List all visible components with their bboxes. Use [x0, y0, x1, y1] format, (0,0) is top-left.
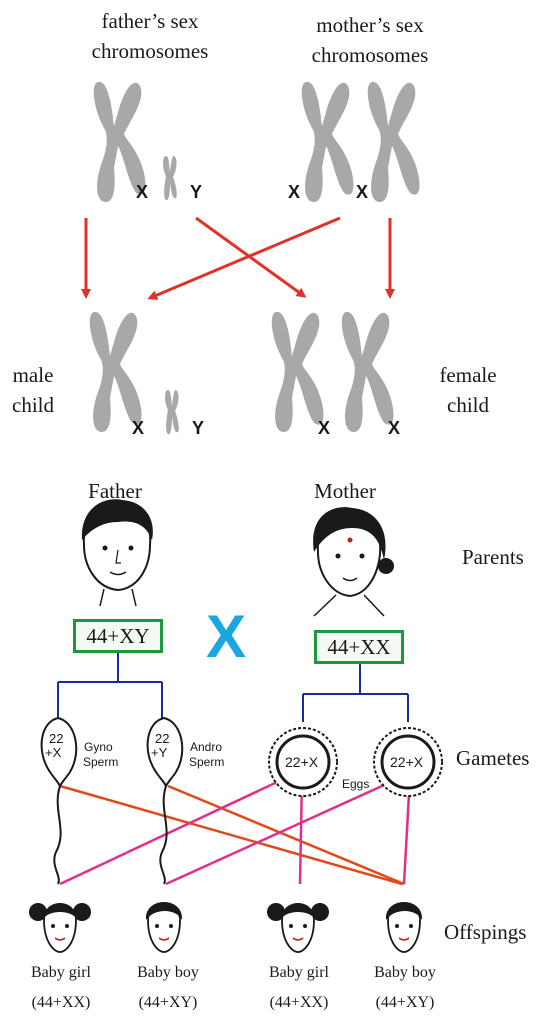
father-heading: Father: [88, 479, 142, 503]
child-3-caption: Baby girl (44+XX): [244, 958, 354, 1018]
child-3-genotype: (44+XX): [269, 994, 329, 1011]
sperm-1-line2: +X: [45, 745, 62, 760]
child-4-name: Baby boy: [374, 964, 436, 981]
female-child-x-chromosome-2: [341, 311, 394, 432]
male-child-x-letter: X: [132, 418, 144, 438]
male-child-x-chromosome: [89, 311, 142, 432]
egg-2-to-boy-1: [165, 774, 405, 886]
child-1-name: Baby girl: [31, 964, 91, 981]
father-label-line1: father’s sex: [101, 9, 199, 33]
father-label-line2: chromosomes: [91, 39, 209, 63]
female-label-line1: female: [439, 363, 497, 387]
male-child-y-letter: Y: [192, 418, 204, 438]
father-chromosomes-label: father’s sex chromosomes: [60, 6, 240, 66]
mother-heading: Mother: [314, 479, 376, 503]
gametes-label: Gametes: [456, 746, 530, 770]
mother-genotype-box: 44+XX: [314, 630, 404, 664]
female-label-line2: child: [447, 393, 489, 417]
male-child-y-chromosome: [165, 389, 179, 435]
child-2-name: Baby boy: [137, 964, 199, 981]
mother-label-line2: chromosomes: [311, 43, 429, 67]
father-x-letter: X: [136, 182, 148, 202]
mother-x-chromosome-1: [301, 81, 354, 203]
father-gamete-connector: [57, 653, 163, 718]
female-child-x-chromosome-1: [271, 311, 324, 432]
mother-chromosomes-label: mother’s sex chromosomes: [280, 10, 460, 70]
gyno-sperm-icon: [40, 716, 78, 885]
sperm-2-name1: Andro: [190, 740, 222, 754]
female-child-x2-letter: X: [388, 418, 400, 438]
egg-1-label: 22+X: [285, 754, 319, 770]
father-y-chromosome: [163, 155, 177, 201]
child-4-genotype: (44+XY): [375, 994, 435, 1011]
sperm-x-to-girl-2: [59, 784, 403, 886]
sperm-2-line2: +Y: [151, 745, 168, 760]
father-face-icon: [81, 499, 153, 607]
arrow-mother-x-to-male: [147, 216, 341, 300]
cross-symbol: X: [206, 603, 246, 670]
mother-x2-letter: X: [356, 182, 368, 202]
egg-2-label: 22+X: [390, 754, 424, 770]
offsprings-label: Offspings: [444, 920, 527, 944]
baby-girl-2-icon: [267, 903, 329, 953]
sperm-y-to-boy-2: [167, 784, 405, 886]
sperm-1-line1: 22: [49, 731, 63, 746]
parents-label: Parents: [462, 545, 524, 569]
child-2-caption: Baby boy (44+XY): [113, 958, 223, 1018]
mother-x-chromosome-2: [367, 81, 420, 203]
sperm-1-name2: Sperm: [83, 755, 118, 769]
sperm-2-line1: 22: [155, 731, 169, 746]
eggs-label: Eggs: [342, 777, 369, 791]
male-child-label: male child: [0, 360, 66, 420]
child-2-genotype: (44+XY): [138, 994, 198, 1011]
egg-1-to-girl-1: [59, 774, 291, 886]
male-label-line1: male: [12, 363, 54, 387]
child-3-name: Baby girl: [269, 964, 329, 981]
mother-label-line1: mother’s sex: [316, 13, 424, 37]
mother-x1-letter: X: [288, 182, 300, 202]
child-1-genotype: (44+XX): [31, 994, 91, 1011]
sperm-1-name1: Gyno: [84, 740, 113, 754]
child-4-caption: Baby boy (44+XY): [350, 958, 460, 1018]
child-1-caption: Baby girl (44+XX): [6, 958, 116, 1018]
father-y-letter: Y: [190, 182, 202, 202]
egg-2-icon: [373, 727, 443, 797]
sperm-2-name2: Sperm: [189, 755, 224, 769]
egg-1-icon: [268, 727, 338, 797]
baby-boy-2-icon: [385, 902, 423, 953]
baby-boy-1-icon: [145, 902, 183, 953]
father-genotype-box: 44+XY: [73, 619, 163, 653]
inheritance-diagram: X 22 +X Gyno Sperm 22 +Y Andro Sperm 22+…: [29, 499, 443, 953]
andro-sperm-icon: [146, 716, 184, 885]
female-child-x1-letter: X: [318, 418, 330, 438]
male-label-line2: child: [12, 393, 54, 417]
chromosome-diagram: X Y X X X Y X X: [81, 81, 420, 438]
mother-face-icon: [313, 507, 394, 617]
mother-gamete-connector: [302, 664, 409, 722]
female-child-label: female child: [418, 360, 518, 420]
baby-girl-1-icon: [29, 903, 91, 953]
